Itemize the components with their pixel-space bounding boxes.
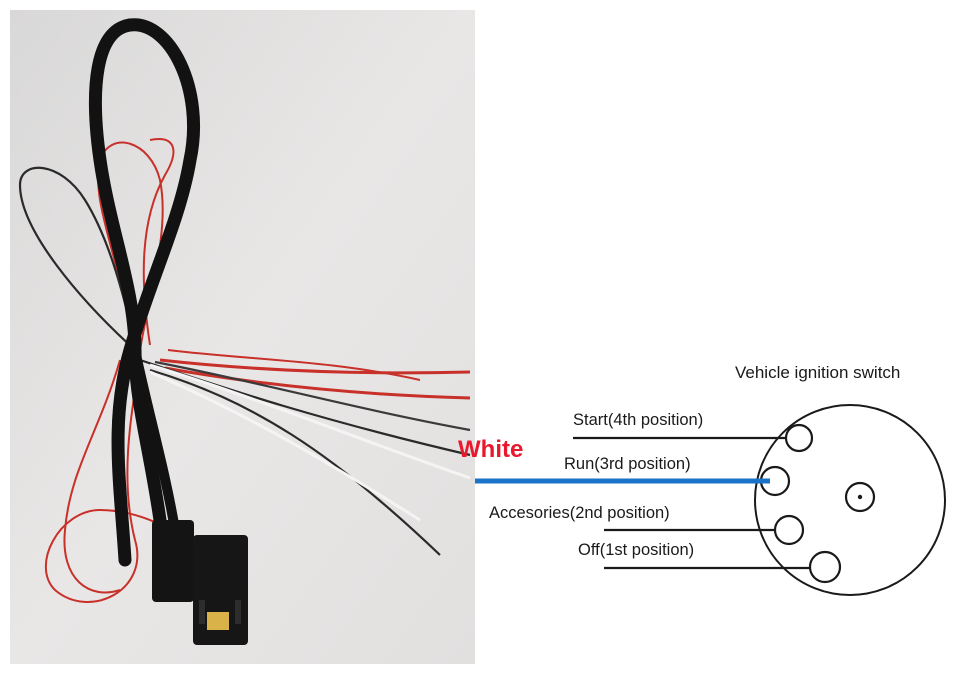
connector-right bbox=[193, 535, 248, 645]
position-label-run: Run(3rd position) bbox=[564, 455, 691, 473]
connector-left bbox=[152, 520, 194, 602]
ignition-switch-body bbox=[754, 404, 946, 596]
position-label-start: Start(4th position) bbox=[573, 411, 703, 429]
position-label-accessories: Accesories(2nd position) bbox=[489, 504, 670, 522]
connectors bbox=[152, 520, 248, 645]
position-label-off: Off(1st position) bbox=[578, 541, 694, 559]
red-wires bbox=[44, 138, 471, 603]
main-cable bbox=[88, 18, 200, 567]
terminal-accessories bbox=[773, 514, 805, 546]
terminal-center bbox=[844, 481, 876, 513]
ignition-switch-diagram: Vehicle ignition switch White Start(4th … bbox=[458, 363, 946, 596]
terminal-start bbox=[784, 423, 814, 453]
harness-photo bbox=[10, 10, 475, 664]
leader-lines bbox=[573, 436, 810, 570]
wire-label-white: White bbox=[458, 436, 523, 463]
connector-pin bbox=[207, 612, 229, 630]
terminal-off bbox=[808, 550, 842, 584]
grey-wires bbox=[149, 363, 471, 522]
ignition-switch-title: Vehicle ignition switch bbox=[735, 363, 900, 382]
